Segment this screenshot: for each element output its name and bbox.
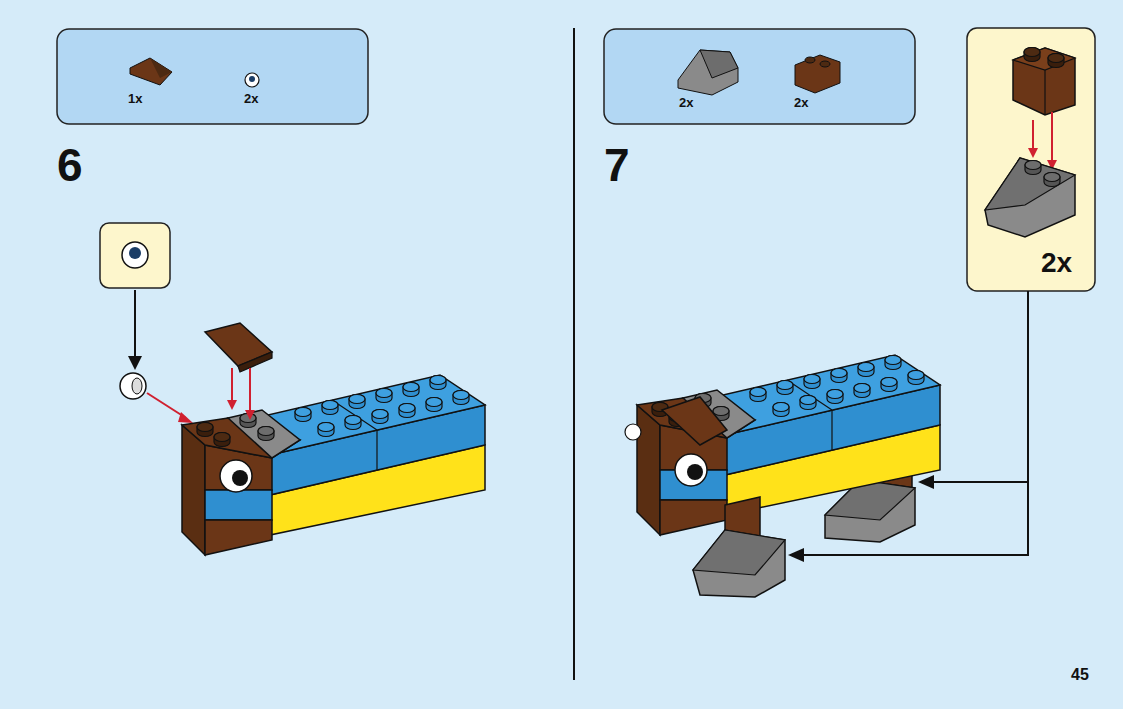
quantity-label: 1x: [128, 92, 142, 105]
subassembly-callout: 2x: [967, 28, 1095, 291]
step-number: 7: [604, 142, 630, 188]
parts-box: 1x 2x: [57, 29, 368, 124]
parts-box: 2x 2x: [604, 29, 915, 124]
quantity-label: 2x: [679, 96, 693, 109]
quantity-label: 2x: [244, 92, 258, 105]
page-number: 45: [1071, 667, 1089, 683]
step-number: 6: [57, 142, 83, 188]
quantity-label: 2x: [794, 96, 808, 109]
quantity-label: 2x: [1041, 249, 1072, 277]
